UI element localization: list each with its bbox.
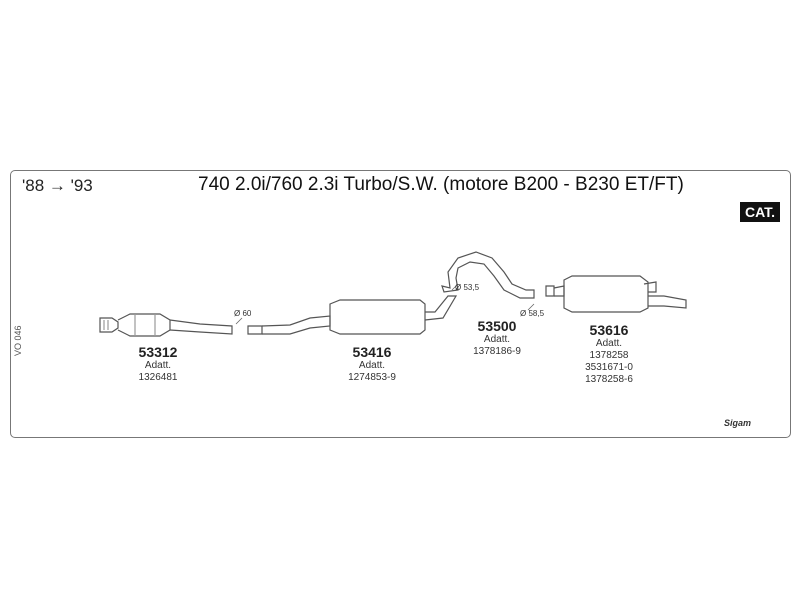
part-ref: 1326481	[138, 372, 178, 383]
middle-muffler	[247, 295, 458, 335]
part-53416: 53416 Adatt. 1274853-9	[327, 344, 417, 384]
model-title: 740 2.0i/760 2.3i Turbo/S.W. (motore B20…	[198, 174, 684, 195]
rear-muffler	[545, 275, 687, 313]
part-label: Adatt.	[358, 360, 386, 371]
part-number: 53312	[138, 344, 178, 360]
part-ref: 1378258	[589, 350, 629, 361]
part-ref: 3531671-0	[585, 362, 633, 373]
part-label: Adatt.	[595, 338, 623, 349]
part-53312: 53312 Adatt. 1326481	[118, 344, 198, 384]
part-number: 53616	[589, 322, 629, 338]
part-ref: 1378258-6	[585, 374, 633, 385]
sigam-logo: Sigam	[724, 418, 752, 428]
part-label: Adatt.	[144, 360, 172, 371]
dia-pointer-3	[527, 303, 535, 311]
cat-badge: CAT.	[740, 202, 781, 222]
dia-pointer-2	[451, 283, 459, 291]
part-ref: 1378186-9	[473, 346, 521, 357]
part-number: 53416	[352, 344, 392, 360]
dia-pointer-1	[235, 317, 243, 325]
diameter-label-2: Ø 53,5	[455, 283, 480, 292]
part-ref: 1274853-9	[348, 372, 396, 383]
part-number: 53500	[477, 318, 517, 334]
diagram-frame	[10, 170, 791, 438]
part-label: Adatt.	[483, 334, 511, 345]
s-pipe	[441, 251, 535, 299]
part-53616: 53616 Adatt. 1378258 3531671-0 1378258-6	[564, 322, 654, 386]
part-53500: 53500 Adatt. 1378186-9	[452, 318, 542, 358]
diameter-label-3: Ø 58,5	[520, 309, 545, 318]
diameter-label-1: Ø 60	[234, 309, 252, 318]
model-years: '88 → '93	[22, 176, 93, 195]
catalytic-converter	[99, 313, 233, 337]
